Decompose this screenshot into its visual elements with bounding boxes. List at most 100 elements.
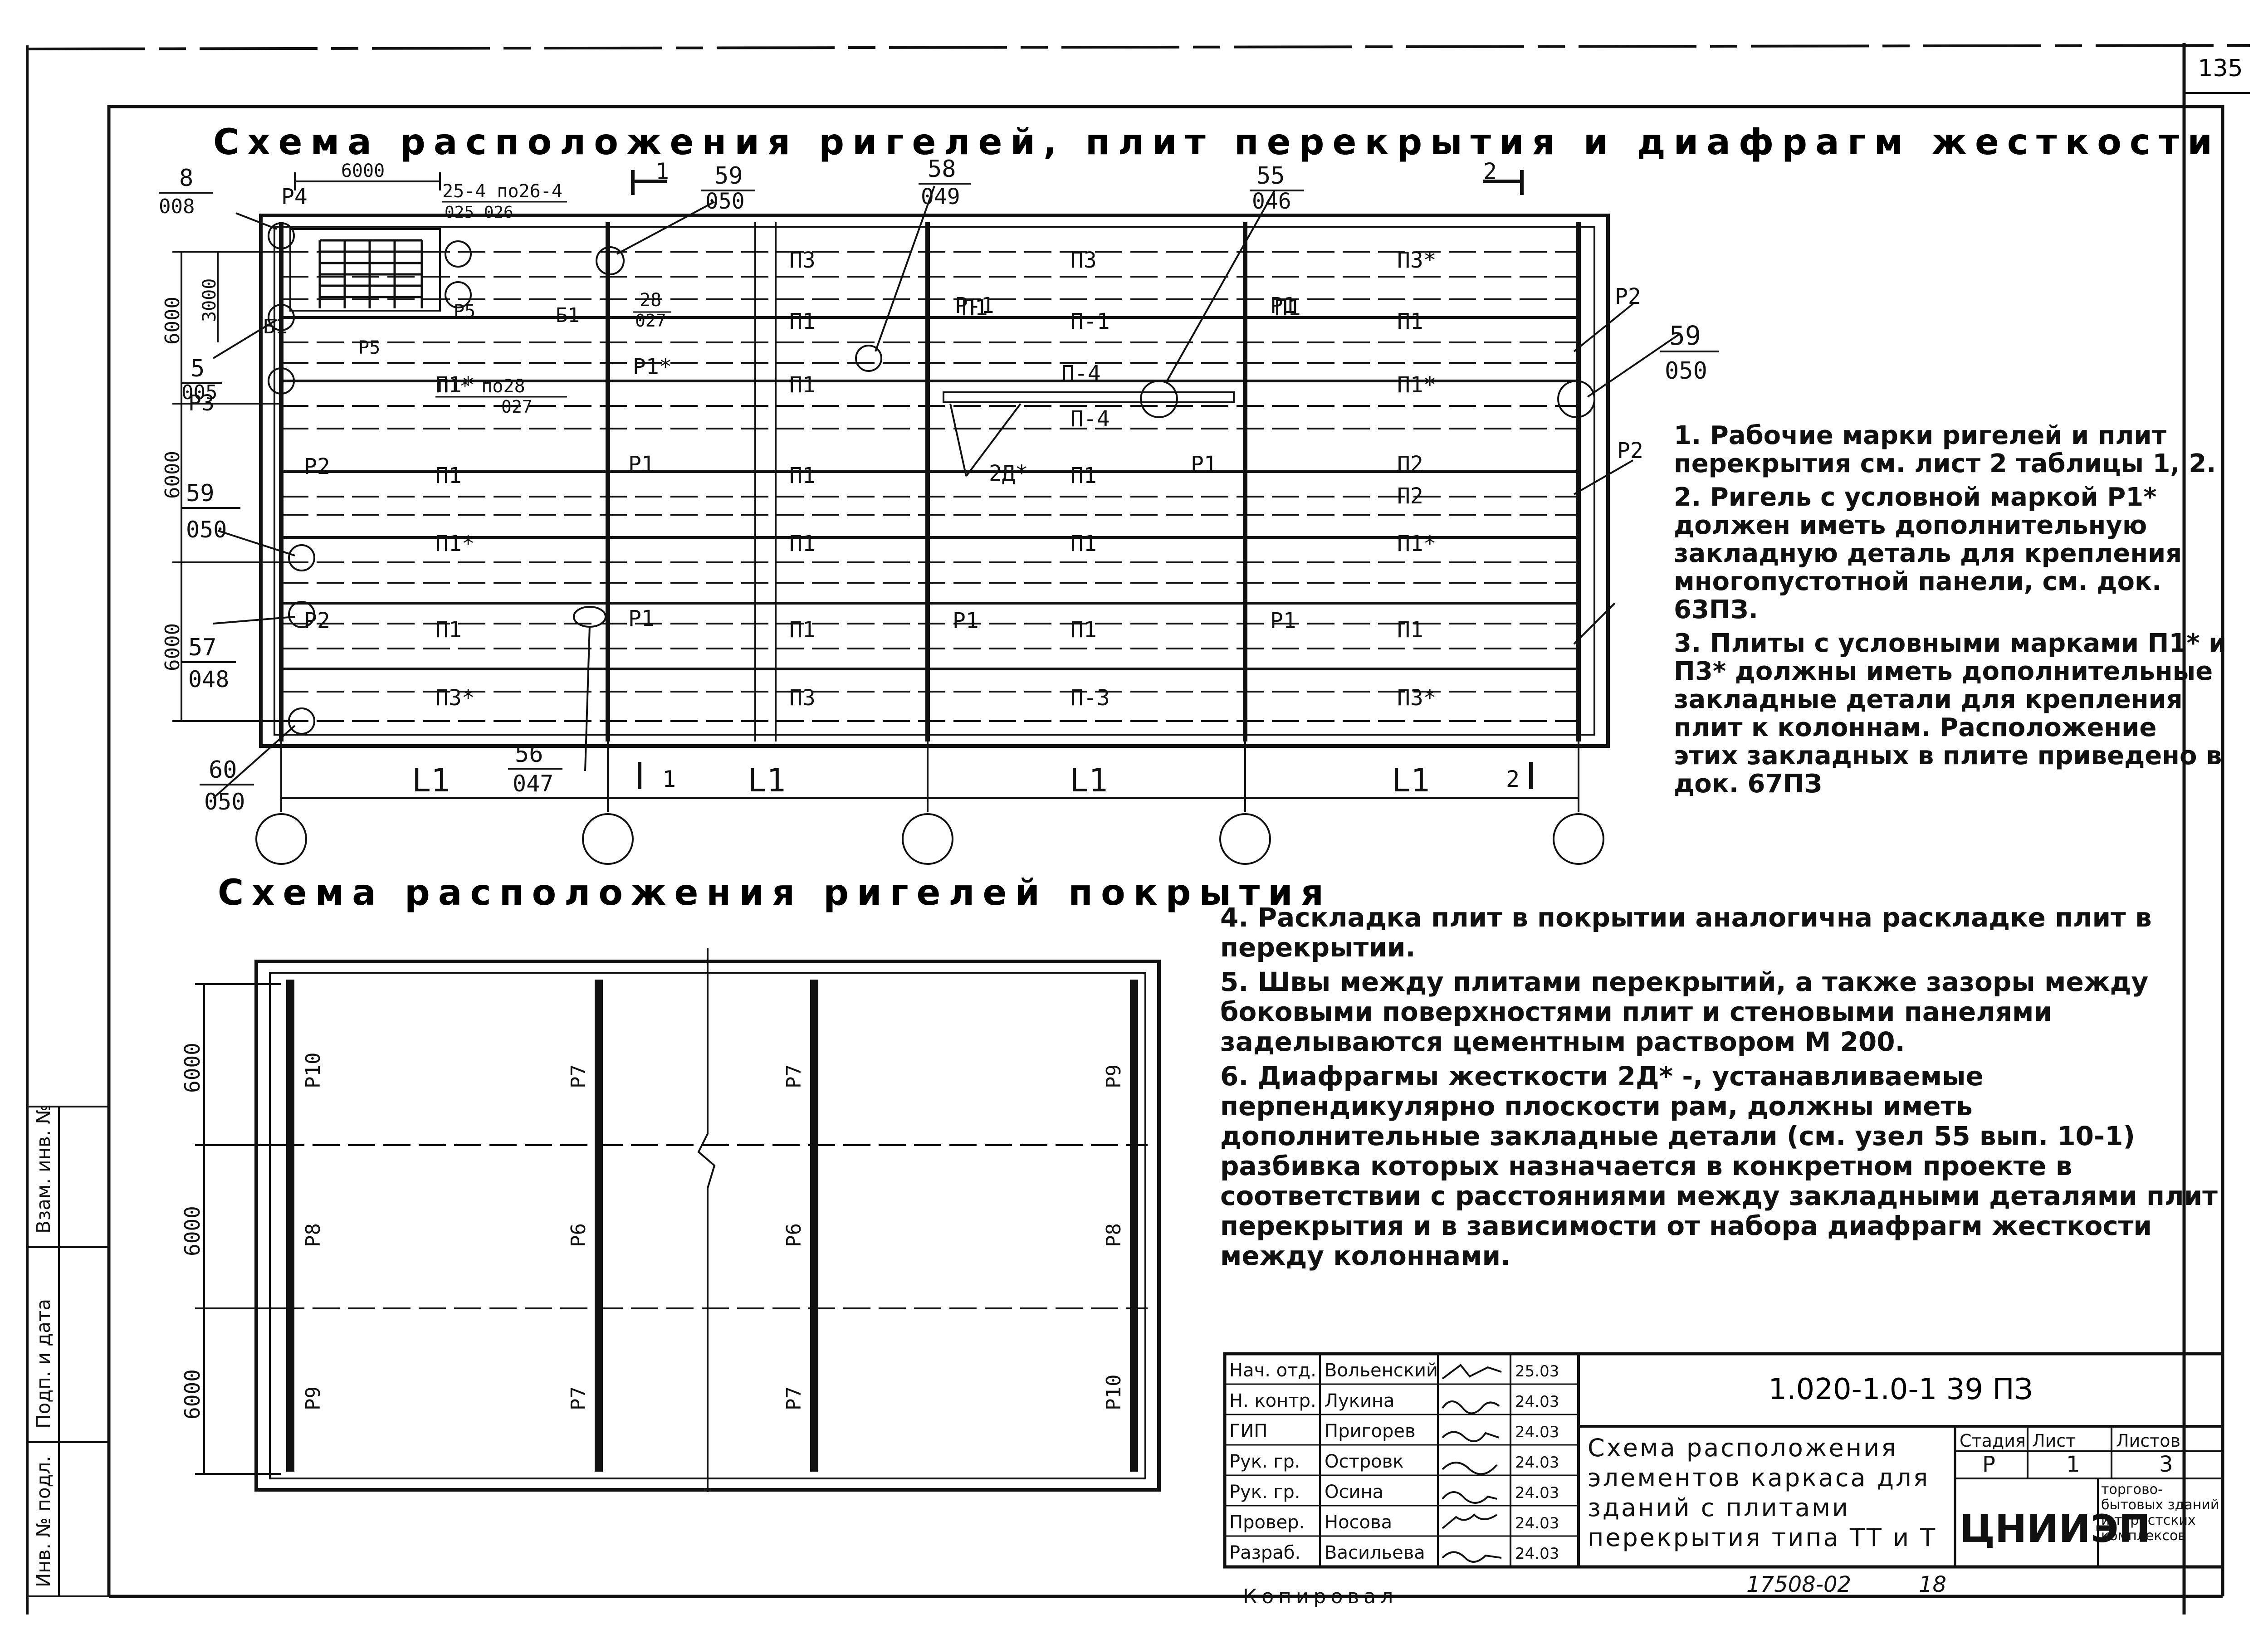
beam-label-12: Р2 <box>1617 438 1643 463</box>
sig-name-7: Васильева <box>1325 1542 1425 1563</box>
beam-label-7: Р1 <box>1270 293 1296 318</box>
note-4: 4. Раскладка плит в покрытии аналогична … <box>1220 902 2152 963</box>
callout-5: 60 050 <box>200 756 254 815</box>
svg-text:60: 60 <box>209 756 237 784</box>
callout-9: 55 046 <box>1250 162 1304 214</box>
sig-date-5: 24.03 <box>1515 1484 1559 1502</box>
roof-beam-c3-2: Р6 <box>782 1223 806 1247</box>
note-3: 3. Плиты с условными марками П1* и П3* д… <box>1674 629 2227 799</box>
sig-role-7: Разраб. <box>1229 1542 1300 1563</box>
bottom-text: Копировал 17508-02 18 <box>1243 1572 1946 1608</box>
beam-label-8: Р1 <box>1191 452 1217 477</box>
svg-text:57: 57 <box>188 634 217 661</box>
note-5: 5. Швы между плитами перекрытий, а также… <box>1220 966 2149 1057</box>
sig-role-4: Рук. гр. <box>1229 1451 1300 1472</box>
signature-marks <box>1442 1364 1502 1563</box>
bay-label-1: L1 <box>412 762 450 799</box>
plan-callouts: 8 008 5 005 59 050 57 048 60 050 56 047 <box>159 156 1719 815</box>
org-name: ЦНИИЭП <box>1960 1507 2151 1551</box>
diaphragm-label: 2Д* <box>989 461 1028 486</box>
beam-label-4: Р1 <box>1270 608 1296 634</box>
panel-r1-c: П3* <box>1397 248 1437 273</box>
panel-r4-a: П1 <box>435 463 462 488</box>
svg-text:027: 027 <box>635 311 666 331</box>
column-mark-2: Б1 <box>556 304 580 327</box>
sig-date-6: 24.03 <box>1515 1514 1559 1532</box>
callout-13: П1* по28 027 <box>435 376 567 417</box>
svg-text:55: 55 <box>1256 162 1285 190</box>
archive-code: 17508-02 <box>1746 1572 1851 1597</box>
svg-text:027: 027 <box>501 397 533 417</box>
sig-name-1: Вольенский <box>1325 1360 1438 1381</box>
side-stamp-sign: Подп. и дата <box>32 1299 54 1429</box>
svg-text:047: 047 <box>513 771 553 797</box>
sheet-value: 1 <box>2066 1452 2080 1477</box>
beam-label-16: Р5 <box>454 301 475 322</box>
panel-r4-d: П2 <box>1397 452 1423 477</box>
svg-text:008: 008 <box>159 195 195 218</box>
callout-6: 56 047 <box>508 741 562 797</box>
archive-num: 18 <box>1919 1572 1946 1597</box>
panel-r2-e: П1 <box>1397 309 1423 334</box>
panel-r7-b: П3 <box>789 685 816 711</box>
beam-label-11: Р2 <box>1615 284 1641 309</box>
drawing-description: Схема расположения элементов каркаса для… <box>1588 1434 1937 1552</box>
dim-left-2: 3000 <box>199 278 220 322</box>
section-mark-4: 2 <box>1506 766 1520 792</box>
svg-text:5: 5 <box>191 355 205 382</box>
callout-10: 59 050 <box>1660 320 1719 385</box>
dim-left-1: 6000 <box>161 297 184 345</box>
bay-label-4: L1 <box>1392 762 1430 799</box>
roof-beam-c2-1: Р7 <box>567 1064 590 1088</box>
panel-r3-a: П1* <box>435 372 475 398</box>
sig-date-1: 25.03 <box>1515 1362 1559 1380</box>
sheet-frame <box>26 43 2250 1614</box>
sig-role-1: Нач. отд. <box>1229 1360 1316 1381</box>
panel-r2-b: П1 <box>962 295 988 321</box>
side-stamp-replace: Взам. инв. № <box>32 1104 54 1234</box>
panel-r6-a: П1 <box>435 617 462 643</box>
roof-beam-c4-1: Р9 <box>1102 1064 1125 1088</box>
beam-label-1: Р1 <box>628 452 655 477</box>
drawing-description-box: Схема расположения элементов каркаса для… <box>1588 1434 1937 1552</box>
sheet-label: Лист <box>2032 1431 2076 1451</box>
floor-plan <box>172 170 1681 865</box>
sig-name-6: Носова <box>1325 1512 1392 1533</box>
sig-role-2: Н. контр. <box>1229 1390 1316 1411</box>
note-2: 2. Ригель с условной маркой Р1* должен и… <box>1674 483 2182 624</box>
copied-label: Копировал <box>1243 1585 1398 1608</box>
svg-text:58: 58 <box>928 156 956 183</box>
svg-text:25-4 по26-4: 25-4 по26-4 <box>442 181 562 202</box>
roof-dim-2: 6000 <box>180 1206 205 1256</box>
svg-text:8: 8 <box>179 165 193 192</box>
roof-beam-c1-3: Р9 <box>302 1386 325 1410</box>
beam-label-15: Р5 <box>358 337 380 358</box>
panel-r1-b: П3 <box>1070 248 1097 273</box>
org-subtitle: торгово-бытовых зданий и туристских комп… <box>2101 1482 2219 1544</box>
svg-text:28: 28 <box>640 290 661 311</box>
org-subtitle-box: торгово-бытовых зданий и туристских комп… <box>2101 1482 2219 1544</box>
beam-label-13: Р3 <box>188 390 215 416</box>
sig-date-7: 24.03 <box>1515 1545 1559 1563</box>
callout-1: 8 008 <box>159 165 213 218</box>
panel-r7-a: П3* <box>435 685 475 711</box>
sig-role-3: ГИП <box>1229 1421 1267 1442</box>
svg-text:050: 050 <box>186 517 227 543</box>
roof-plan <box>195 948 1161 1492</box>
panel-r5-c: П1 <box>1070 531 1097 556</box>
svg-text:59: 59 <box>186 480 215 507</box>
note-1: 1. Рабочие марки ригелей и плит перекрыт… <box>1674 421 2216 478</box>
callout-3: 59 050 <box>181 480 240 543</box>
beam-label-3: Р1 <box>953 608 979 634</box>
panel-r5-b: П1 <box>789 531 816 556</box>
panel-r6-d: П1 <box>1397 617 1423 643</box>
note-6: 6. Диафрагмы жесткости 2Д* -, устанавлив… <box>1220 1061 2218 1271</box>
roof-beam-c4-2: Р8 <box>1102 1223 1125 1247</box>
panel-r7-d: П3* <box>1397 685 1437 711</box>
svg-text:048: 048 <box>188 666 229 693</box>
beam-label-5: Р1* <box>633 354 672 380</box>
sig-role-5: Рук. гр. <box>1229 1482 1300 1502</box>
section-mark-1: 1 <box>655 158 669 185</box>
svg-text:59: 59 <box>1669 320 1701 351</box>
beam-label-14: Р4 <box>281 184 308 210</box>
